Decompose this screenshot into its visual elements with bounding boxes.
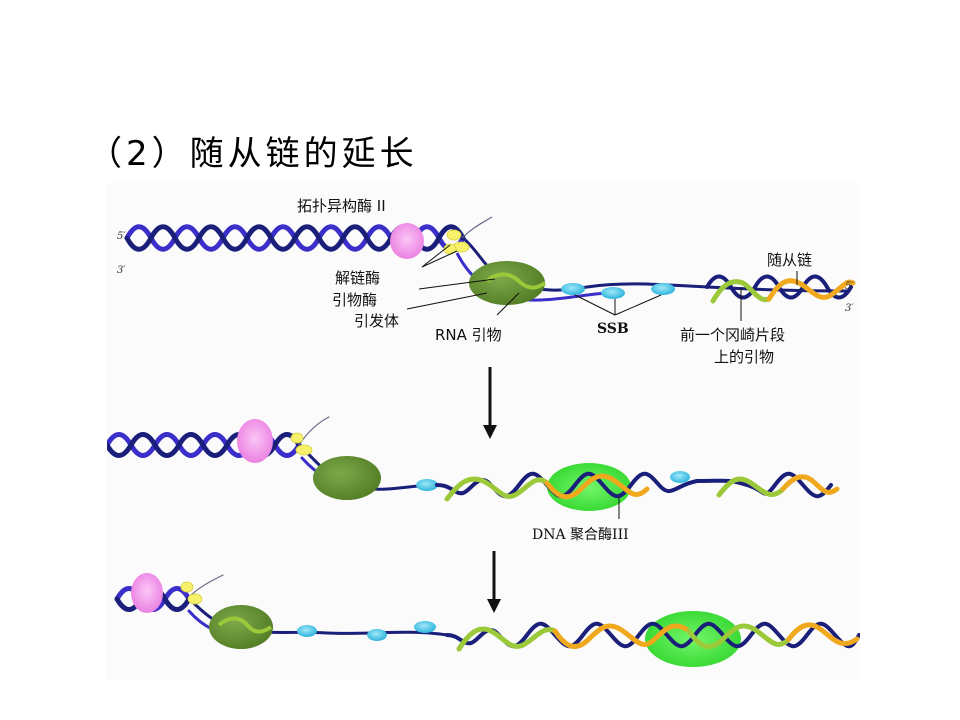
label-primosome: 引发体 bbox=[354, 312, 399, 330]
helicase-blob-3 bbox=[180, 581, 203, 605]
ssb-blobs-1 bbox=[561, 283, 675, 299]
ssb-blob-3b bbox=[367, 629, 387, 641]
ssb-blob-2 bbox=[416, 479, 438, 491]
label-dna-pol3: DNA 聚合酶III bbox=[532, 527, 629, 543]
primosome-blob-2 bbox=[313, 456, 381, 500]
label-5-right: 5′ bbox=[845, 281, 854, 292]
arrow-down-2 bbox=[487, 551, 501, 613]
label-helicase: 解链酶 bbox=[335, 269, 380, 287]
ssb-blob-3a bbox=[297, 625, 317, 637]
replication-diagram: 拓扑异构酶 II 解链酶 引物酶 引发体 RNA 引物 SSB 随从链 前一个冈… bbox=[107, 183, 860, 680]
label-3-left: 3′ bbox=[117, 265, 126, 276]
ssb-blob-3c bbox=[414, 621, 436, 633]
ssb-blob-2b bbox=[670, 471, 690, 483]
panel-2: DNA 聚合酶III bbox=[107, 416, 840, 543]
slide-title: （2）随从链的延长 bbox=[88, 134, 418, 174]
label-5-left: 5′ bbox=[117, 231, 126, 242]
panel-3 bbox=[114, 573, 860, 667]
label-lagging-strand: 随从链 bbox=[767, 251, 812, 269]
label-prev-okazaki-1: 前一个冈崎片段 bbox=[680, 326, 785, 344]
topoisomerase-ii-blob bbox=[390, 223, 424, 259]
arrow-down-1 bbox=[483, 367, 497, 439]
label-prev-okazaki-2: 上的引物 bbox=[714, 348, 774, 366]
primosome-blob bbox=[469, 261, 545, 305]
topoisomerase-blob-3 bbox=[131, 573, 163, 613]
label-rna-primer: RNA 引物 bbox=[435, 326, 502, 344]
panel-1: 拓扑异构酶 II 解链酶 引物酶 引发体 RNA 引物 SSB 随从链 前一个冈… bbox=[117, 197, 856, 366]
label-3-right: 3′ bbox=[845, 303, 854, 314]
label-ssb: SSB bbox=[597, 321, 629, 337]
dna-pol3-blob-1 bbox=[547, 463, 631, 511]
helicase-blob bbox=[443, 229, 470, 255]
topoisomerase-blob-2 bbox=[237, 419, 273, 463]
helicase-blob-2 bbox=[290, 432, 313, 456]
label-topoisomerase: 拓扑异构酶 II bbox=[297, 197, 386, 215]
label-primase: 引物酶 bbox=[332, 291, 377, 309]
primosome-blob-3 bbox=[209, 605, 273, 649]
